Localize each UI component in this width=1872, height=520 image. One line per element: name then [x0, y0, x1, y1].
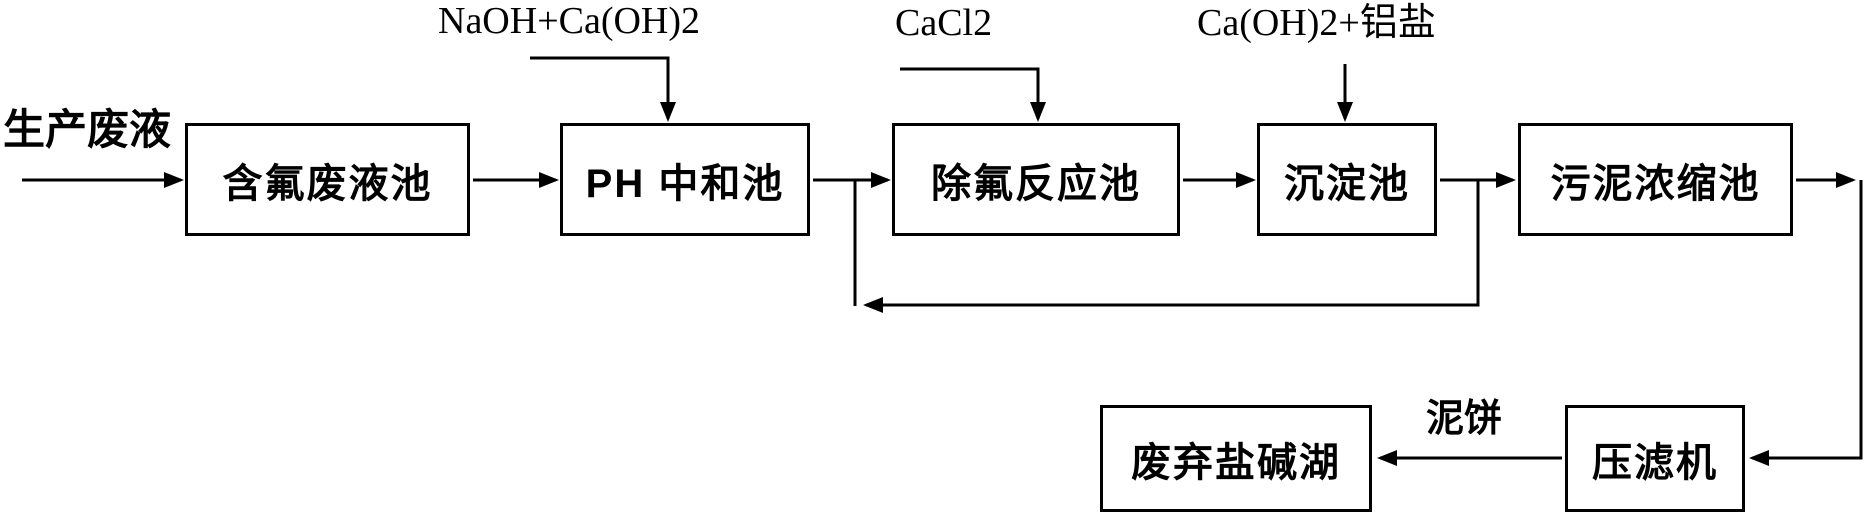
- arrow-cacl2-dosing: [900, 67, 1046, 122]
- node-fluoride-waste-tank: 含氟废液池: [185, 123, 470, 236]
- stream-label-mud-cake: 泥饼: [1426, 398, 1503, 440]
- node-ph-neutralization-tank: PH 中和池: [560, 123, 810, 236]
- node-filter-press: 压滤机: [1565, 405, 1745, 512]
- reagent-label-naoh: NaOH+Ca(OH)2: [438, 0, 701, 42]
- node-abandoned-salt-alkali-lake: 废弃盐碱湖: [1100, 405, 1372, 512]
- node-sedimentation-tank: 沉淀池: [1257, 123, 1437, 236]
- arrow-recycle-return: [863, 180, 1480, 313]
- node-defluorination-reaction-tank: 除氟反应池: [892, 123, 1180, 236]
- node-sludge-thickening-tank: 污泥浓缩池: [1518, 123, 1793, 236]
- arrow-down-to-filter-press: [1749, 180, 1863, 466]
- reagent-label-cacl2: CaCl2: [895, 2, 993, 44]
- source-stream-label: 生产废液: [3, 106, 172, 153]
- arrow-naoh-dosing: [530, 56, 676, 122]
- reagent-label-caoh-aluminum-salt: Ca(OH)2+铝盐: [1197, 2, 1436, 44]
